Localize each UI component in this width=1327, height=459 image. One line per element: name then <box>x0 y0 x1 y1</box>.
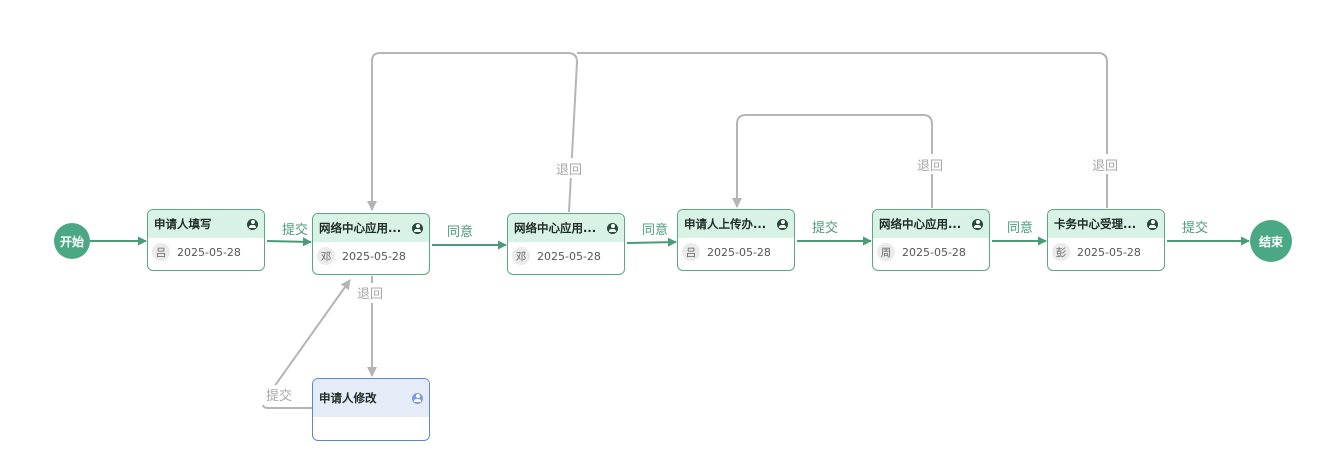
edge-n3-return <box>367 52 579 213</box>
avatar: 邓 <box>317 247 335 265</box>
node-title: 网络中心应用... <box>319 221 402 235</box>
avatar: 周 <box>877 243 895 261</box>
edge-label-n5-return: 退回 <box>917 159 943 174</box>
task-node-network-center-1[interactable]: 网络中心应用... 邓 2025-05-28 <box>312 213 430 275</box>
edge-label-n2-n3: 同意 <box>447 224 473 240</box>
end-node[interactable]: 结束 <box>1250 220 1292 262</box>
task-node-card-center[interactable]: 卡务中心受理... 彭 2025-05-28 <box>1047 209 1165 271</box>
node-date: 2025-05-28 <box>177 245 241 259</box>
node-title: 申请人上传办... <box>684 217 767 231</box>
node-date: 2025-05-28 <box>342 249 406 263</box>
start-node[interactable]: 开始 <box>54 223 90 259</box>
user-icon <box>607 222 618 234</box>
node-date: 2025-05-28 <box>537 249 601 263</box>
node-title: 网络中心应用... <box>879 217 962 231</box>
node-date: 2025-05-28 <box>1077 245 1141 259</box>
node-date: 2025-05-28 <box>902 245 966 259</box>
task-node-network-center-2[interactable]: 网络中心应用... 邓 2025-05-28 <box>507 213 625 275</box>
edge-n3-n4 <box>626 237 677 247</box>
edge-label-n1-n2: 提交 <box>282 222 308 238</box>
edge-label-n6-end: 提交 <box>1182 220 1208 236</box>
avatar: 吕 <box>152 243 170 261</box>
edge-label-n7-up: 提交 <box>266 388 292 404</box>
task-node-applicant-fill[interactable]: 申请人填写 吕 2025-05-28 <box>147 209 265 271</box>
node-title: 申请人填写 <box>154 217 212 231</box>
user-icon <box>247 218 258 230</box>
edge-label-n5-n6: 同意 <box>1007 220 1033 236</box>
task-node-applicant-upload[interactable]: 申请人上传办... 吕 2025-05-28 <box>677 209 795 271</box>
user-icon <box>412 392 423 404</box>
edge-label-n3-return: 退回 <box>556 163 582 178</box>
avatar: 彭 <box>1052 243 1070 261</box>
edge-n1-n2 <box>266 237 312 247</box>
avatar: 吕 <box>682 243 700 261</box>
edge-n6-return <box>577 52 1108 208</box>
edge-n5-return <box>732 114 933 208</box>
edge-label-n3-n4: 同意 <box>642 222 668 238</box>
node-date: 2025-05-28 <box>707 245 771 259</box>
node-title: 卡务中心受理... <box>1054 217 1137 231</box>
node-title: 网络中心应用... <box>514 221 597 235</box>
task-node-applicant-modify[interactable]: 申请人修改 <box>312 378 430 441</box>
user-icon <box>1147 218 1158 230</box>
user-icon <box>972 218 983 230</box>
task-node-network-center-3[interactable]: 网络中心应用... 周 2025-05-28 <box>872 209 990 271</box>
avatar: 邓 <box>512 247 530 265</box>
edge-label-n2-down: 退回 <box>357 287 383 302</box>
user-icon <box>777 218 788 230</box>
edge-label-n4-n5: 提交 <box>812 220 838 236</box>
user-icon <box>412 222 423 234</box>
node-title: 申请人修改 <box>319 391 377 405</box>
edge-label-n6-return: 退回 <box>1092 159 1118 174</box>
